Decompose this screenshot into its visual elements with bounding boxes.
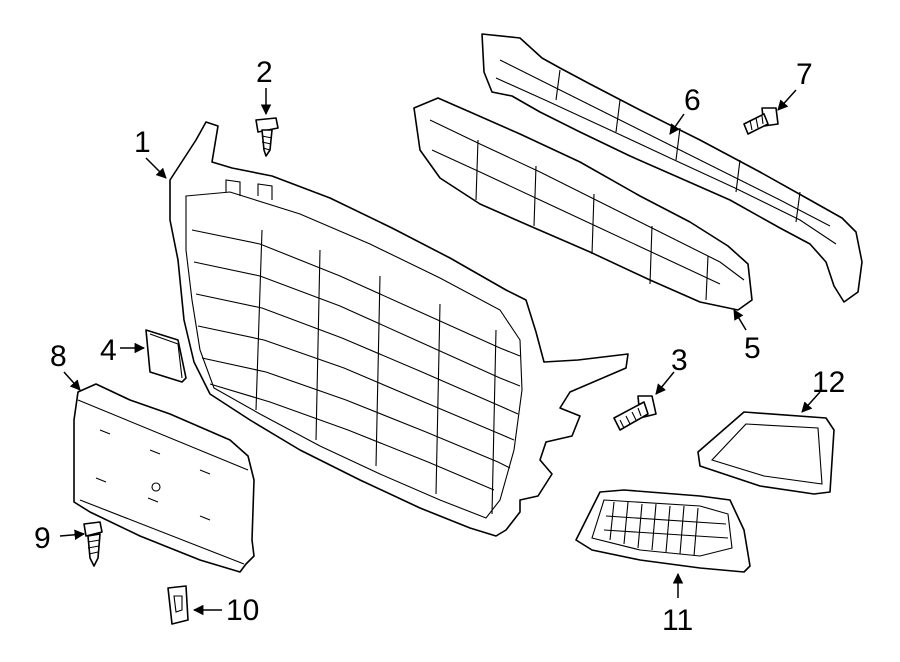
part-10-clip	[167, 585, 189, 625]
part-6-upper-absorber	[481, 33, 863, 303]
part-11-fog-grille	[575, 489, 751, 573]
part-5-lower-absorber	[413, 97, 753, 311]
part-12-molding	[697, 411, 835, 495]
part-7-bolt	[743, 107, 779, 135]
callout-9: 9	[34, 522, 51, 555]
leader-lines	[59, 88, 821, 616]
part-3-bolt	[613, 395, 657, 431]
callout-2: 2	[256, 56, 273, 89]
part-2-screw	[255, 117, 279, 157]
part-9-screw	[83, 521, 103, 567]
callout-4: 4	[100, 334, 117, 367]
callout-11: 11	[662, 604, 693, 637]
part-8-license-bracket	[73, 383, 255, 573]
callout-6: 6	[684, 84, 701, 117]
callout-12: 12	[812, 366, 845, 399]
callout-10: 10	[226, 594, 259, 627]
callout-7: 7	[796, 58, 813, 91]
part-4-pad	[145, 329, 187, 383]
callout-8: 8	[50, 340, 67, 373]
callout-5: 5	[744, 332, 761, 365]
callout-3: 3	[671, 344, 688, 377]
callout-1: 1	[134, 126, 151, 159]
part-1-grille	[169, 121, 629, 537]
